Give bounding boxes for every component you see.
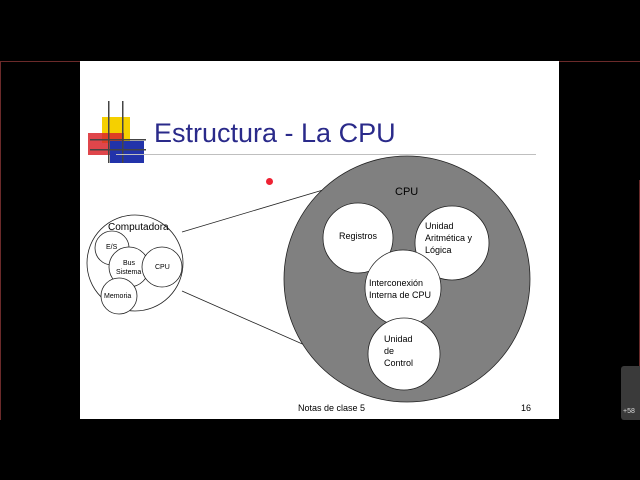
laser-pointer (266, 178, 273, 185)
memoria-circle (100, 277, 138, 315)
frame-edge-left (0, 61, 1, 420)
title-underline (116, 154, 536, 155)
presentation-slide: Estructura - La CPU Computadora E/S Bus … (80, 61, 559, 419)
logo-vertical-line-2 (122, 101, 124, 163)
logo-blue-square (110, 141, 144, 163)
interconnect-label-2: Interna de CPU (369, 290, 432, 300)
alu-circle (414, 205, 490, 281)
interconnect-circle (364, 249, 442, 327)
bus-label-1: Bus (123, 260, 136, 267)
logo-horizontal-line-2 (90, 149, 146, 151)
computer-label: Computadora (108, 222, 169, 233)
logo-vertical-line (108, 101, 110, 163)
alu-label-2: Aritmética y (425, 233, 473, 243)
cpu-small-circle (141, 246, 183, 288)
interconnect-label-1: Interconexión (369, 278, 424, 288)
bus-label-2: Sistema (116, 269, 142, 276)
control-label-1: Unidad (384, 334, 413, 344)
slide-page-number: 16 (521, 403, 532, 413)
es-label: E/S (106, 244, 118, 251)
bottom-black-bar (0, 420, 640, 480)
slide-footer-note: Notas de clase 5 (298, 403, 366, 413)
control-label-3: Control (384, 358, 414, 368)
control-label-2: de (384, 346, 395, 356)
architecture-diagram (86, 155, 531, 403)
slide-logo (88, 101, 146, 163)
cpu-big-label: CPU (395, 186, 419, 198)
alu-label-3: Lógica (425, 245, 452, 255)
control-circle (367, 317, 441, 391)
alu-label-1: Unidad (425, 221, 454, 231)
registros-circle (322, 202, 394, 274)
participants-count[interactable]: +58 (623, 408, 635, 415)
logo-horizontal-line (90, 139, 146, 141)
participants-widget[interactable] (621, 366, 640, 420)
cpu-small-label: CPU (155, 264, 170, 271)
top-black-bar (0, 0, 640, 62)
registros-label: Registros (339, 231, 378, 241)
slide-title: Estructura - La CPU (154, 118, 396, 148)
memoria-label: Memoria (104, 293, 132, 300)
